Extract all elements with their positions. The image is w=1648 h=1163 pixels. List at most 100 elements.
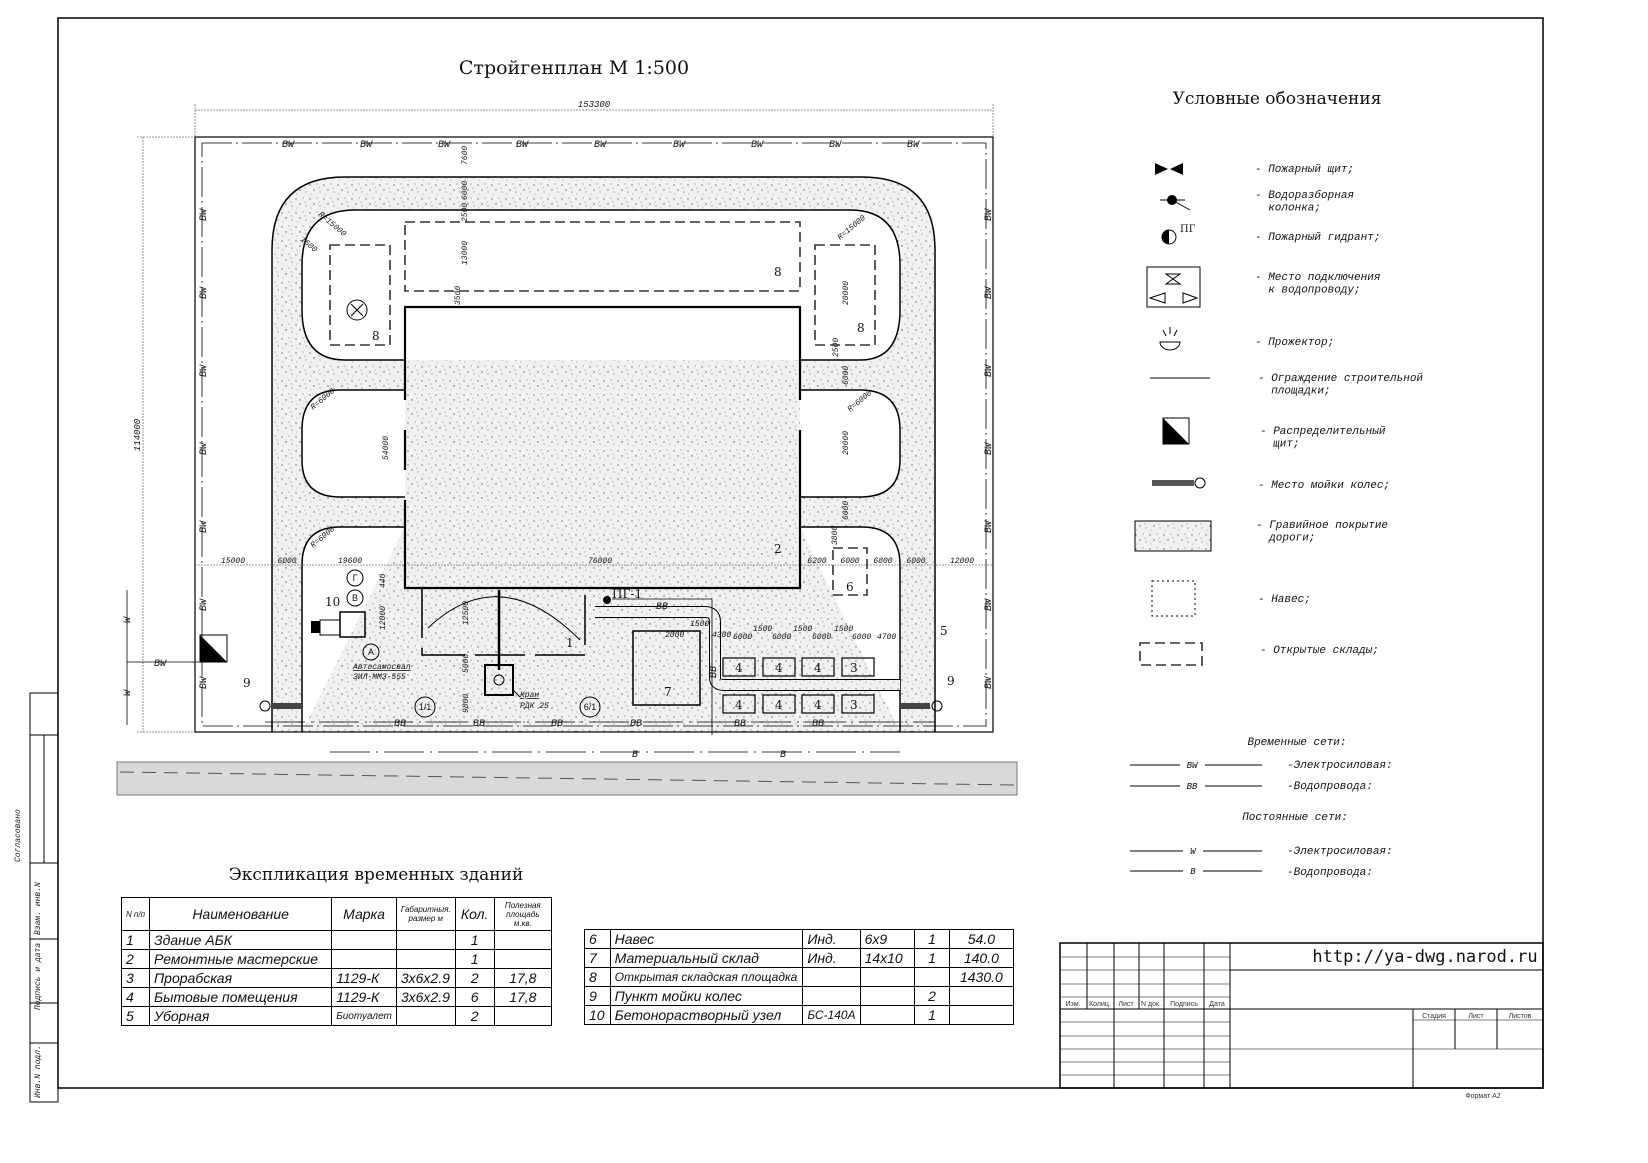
header-area: Полезная площадь м.кв. <box>493 897 553 931</box>
cell-qty <box>914 967 950 987</box>
dim: 6000 <box>772 633 791 642</box>
dim: 4300 <box>712 631 731 640</box>
wheel-wash-icon <box>259 700 943 712</box>
dim: 1500 <box>753 625 772 634</box>
side-stamp: Согласовано Взам. инв.N Подпись и дата И… <box>14 692 59 1103</box>
label-4: 4 <box>775 661 783 675</box>
dim: 13000 <box>461 241 470 265</box>
w-label: W <box>123 616 134 623</box>
dim: 15000 <box>221 557 245 566</box>
cell-num: 9 <box>584 986 611 1006</box>
cell-size: 3x6x2.9 <box>395 968 456 988</box>
label-9: 9 <box>243 676 251 690</box>
cell-area <box>948 1005 1015 1025</box>
cell-mark <box>331 930 397 950</box>
legend-labels: - Пожарный щит; - Водоразборная колонка;… <box>1242 164 1423 879</box>
cell-qty: 1 <box>914 948 950 968</box>
cell-num: 2 <box>120 949 151 969</box>
bb-label: BB <box>473 719 485 730</box>
legend-net-label: -Электросиловая: <box>1287 760 1393 772</box>
legend-label: - Ограждение строительной площадки; <box>1258 373 1423 398</box>
dim: 1500 <box>834 625 853 634</box>
dim: 12000 <box>379 606 388 630</box>
legend-label: - Навес; <box>1258 594 1311 606</box>
fire-hydrant-icon <box>603 596 611 604</box>
cell-name: Здание АБК <box>149 930 333 950</box>
material-warehouse-7 <box>632 630 701 706</box>
dim-overall-height: 114000 <box>133 418 143 451</box>
legend-net-code: BW <box>1187 761 1199 771</box>
cell-size: 3x6x2.9 <box>395 987 456 1007</box>
truck-label: Автосамосвал <box>352 663 411 672</box>
sheets-label: Листов <box>1509 1013 1532 1020</box>
dim: 7600 <box>461 146 470 165</box>
dim: 12500 <box>462 601 471 625</box>
bw-label: BW <box>360 140 373 151</box>
distribution-board-icon <box>199 634 228 663</box>
legend-label: - Прожектор; <box>1255 337 1334 349</box>
label-3: 3 <box>850 661 858 675</box>
dim: 6000 <box>842 366 851 385</box>
axis-1-1: 1/1 <box>419 702 432 712</box>
legend-title: Условные обозначения <box>1173 89 1382 109</box>
water-column-icon <box>1160 195 1191 211</box>
legend-label: - Место подключения к водопроводу; <box>1255 272 1381 297</box>
bw-label: BW <box>154 659 167 670</box>
bw-label: BW <box>516 140 529 151</box>
title-block <box>1059 942 1544 1089</box>
legend-label: - Водоразборная колонка; <box>1255 189 1354 215</box>
header-num: N п/п <box>120 897 151 931</box>
gravel-icon <box>1134 520 1212 552</box>
temp-networks-title: Временные сети: <box>1247 737 1346 749</box>
bw-label: BW <box>673 140 686 151</box>
legend-label: - Открытые склады; <box>1260 645 1379 657</box>
cell-num: 8 <box>584 967 611 987</box>
explication-title: Экспликация временных зданий <box>229 865 524 885</box>
bw-label: BW <box>907 140 920 151</box>
header-size: Габаритныя. размер м <box>395 897 456 931</box>
title-block-columns: Изм. Колиц. Лист N док. Подпись Дата Ста… <box>1066 1001 1532 1100</box>
cell-name: Навес <box>609 929 804 949</box>
plan-labels: 1 2 3 3 4 4 4 4 4 4 5 6 7 8 8 8 9 9 10 П… <box>243 265 955 712</box>
cell-num: 1 <box>120 930 151 950</box>
cell-size <box>859 986 916 1006</box>
label-8: 8 <box>372 329 380 343</box>
label-8: 8 <box>857 321 865 335</box>
label-4: 4 <box>735 698 743 712</box>
cell-size <box>395 930 456 950</box>
dim: 20000 <box>842 281 851 305</box>
stamp-sign-date: Подпись и дата <box>34 943 43 1010</box>
dim: 1500 <box>793 625 812 634</box>
bw-label: BW <box>984 520 995 533</box>
cell-qty: 1 <box>454 949 495 969</box>
cell-name: Уборная <box>149 1006 333 1026</box>
cell-mark <box>802 967 861 987</box>
crane-zone <box>421 588 586 656</box>
bw-label: BW <box>199 676 210 689</box>
water-connection-icon <box>1146 266 1201 308</box>
cell-size <box>395 1006 456 1026</box>
wheel-wash-icon <box>1152 477 1206 489</box>
distribution-board-icon <box>1162 417 1190 445</box>
dim: 6000 <box>277 557 296 566</box>
label-8: 8 <box>774 265 782 279</box>
bw-label: BW <box>199 364 210 377</box>
bb-label: BB <box>551 719 563 730</box>
stamp-inv: Инв.N подл. <box>34 1045 43 1098</box>
cell-num: 10 <box>584 1005 611 1025</box>
sheet-label: Лист <box>1468 1013 1484 1020</box>
legend-label: - Гравийное покрытие дороги; <box>1256 520 1388 545</box>
dim: 1500 <box>690 620 709 629</box>
cell-num: 3 <box>120 968 151 988</box>
cell-mark: Инд. <box>802 929 861 949</box>
bw-label: BW <box>199 442 210 455</box>
legend-label: - Пожарный щит; <box>1255 164 1354 176</box>
bw-label: BW <box>199 208 210 221</box>
cell-num: 7 <box>584 948 611 968</box>
label-9: 9 <box>947 674 955 688</box>
